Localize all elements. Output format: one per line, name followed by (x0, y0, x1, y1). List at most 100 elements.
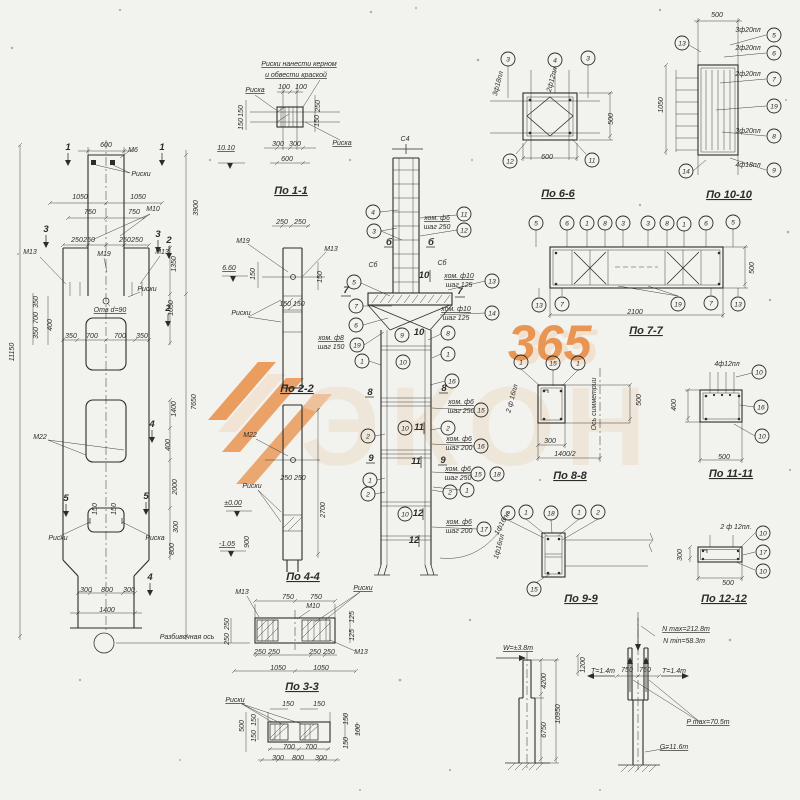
callout-number: 3 (586, 56, 590, 63)
dim-label: 500 (718, 454, 730, 461)
callout-number: 3 (506, 57, 510, 64)
dim-label: шаг 250 (448, 408, 475, 415)
callout-circle (547, 52, 563, 68)
callout-number: 1 (519, 360, 523, 367)
dim-label: 100 (355, 724, 362, 736)
callout-circle (365, 204, 381, 220)
callout-number: 2 (595, 510, 600, 517)
dim-label: 500 (749, 262, 756, 274)
dim-label: 150 (343, 737, 350, 749)
dim-label: 350 (33, 296, 40, 308)
callout-number: 10 (755, 370, 763, 377)
callout-number: 19 (770, 104, 778, 111)
dim-label: 2ф20пл (734, 71, 760, 78)
callout-circle (543, 505, 559, 521)
callout-circle (513, 354, 529, 370)
dim-label: 4ф12пл (714, 361, 739, 368)
dim-label: 300 (272, 141, 284, 148)
dim-label: шаг 250 (424, 224, 451, 231)
dim-label: хом. ф6 (445, 519, 472, 526)
dim-label: -1.05 (219, 541, 235, 548)
section-mark-label: 1 (159, 142, 164, 153)
dim-label: 300 (272, 755, 284, 762)
callout-circle (766, 27, 782, 43)
view-title: По 7-7 (629, 325, 663, 337)
callout-number: 5 (772, 33, 776, 40)
dim-label: 1050 (168, 300, 175, 316)
dim-label: М13 (324, 246, 338, 253)
dim-label: 100 (295, 84, 307, 91)
callout-number: 3 (372, 229, 376, 236)
dim-label: 400 (671, 399, 678, 411)
callout-number: 6 (704, 221, 708, 228)
watermark-stripe (208, 362, 276, 420)
view-title: По 9-9 (564, 593, 598, 605)
callout-circle (440, 325, 456, 341)
callout-circle (554, 296, 570, 312)
callout-circle (500, 505, 516, 521)
callout-number: 9 (772, 168, 776, 175)
section-mark-label: 9 (440, 455, 446, 466)
callout-circle (346, 274, 362, 290)
dim-label: хом. ф10 (440, 306, 471, 313)
callout-number: 6 (772, 51, 776, 58)
dim-label: 300 (80, 587, 92, 594)
callout-circle (597, 215, 613, 231)
dim-label: М13 (235, 589, 249, 596)
dim-label: Риски (231, 310, 250, 317)
dim-label: М19 (236, 238, 250, 245)
callout-number: 2 (447, 490, 452, 497)
callout-circle (755, 525, 771, 541)
dim-label: Риска (245, 87, 264, 94)
callout-circle (354, 353, 370, 369)
callout-circle (397, 506, 413, 522)
view-title: По 2-2 (280, 383, 314, 395)
callout-circle (442, 484, 458, 500)
dim-label: 2ф12пл (546, 66, 560, 93)
dim-label: Ось симметрии (591, 377, 598, 430)
callout-number: 8 (603, 221, 607, 228)
section-mark-label: 4 (148, 419, 155, 430)
callout-circle (456, 206, 472, 222)
dim-label: шаг 250 (445, 475, 472, 482)
dim-label: М19 (97, 251, 111, 258)
callout-number: 6 (565, 221, 569, 228)
callout-number: 1 (585, 221, 589, 228)
dim-label: 600 (541, 154, 553, 161)
dim-label: 4ф18пл (735, 162, 760, 169)
dim-label: 300 (289, 141, 301, 148)
callout-circle (444, 373, 460, 389)
dim-label: Риски (242, 483, 261, 490)
dim-label: 600 (100, 142, 112, 149)
callout-number: 2 (365, 434, 370, 441)
watermark-stripe (236, 394, 332, 484)
dim-label: хом. ф6 (447, 399, 474, 406)
callout-circle (766, 98, 782, 114)
callout-number: 11 (588, 158, 595, 165)
callout-circle (730, 296, 746, 312)
callout-circle (500, 51, 516, 67)
dim-label: 500 (722, 580, 734, 587)
callout-circle (360, 428, 376, 444)
dim-label: 150 (317, 271, 324, 283)
dim-label: 700 (305, 744, 317, 751)
dim-label: 250 (267, 649, 280, 656)
labels-po1111: 4ф12пл 400 500 (671, 361, 740, 461)
callout-number: 7 (354, 304, 358, 311)
dim-label: хом. ф6 (445, 436, 472, 443)
dim-label: 250 250 (279, 475, 305, 482)
dim-label: Риски (137, 286, 156, 293)
callout-number: 8 (665, 221, 669, 228)
callout-circle (360, 486, 376, 502)
dim-label: М13 (354, 649, 368, 656)
callout-circle (528, 215, 544, 231)
callout-circle (476, 521, 492, 537)
callout-number: 4 (371, 210, 375, 217)
callout-number: 1 (524, 510, 528, 517)
callout-number: 1 (446, 352, 450, 359)
view-title: По 12-12 (701, 593, 747, 605)
callout-number: 1 (576, 361, 580, 368)
